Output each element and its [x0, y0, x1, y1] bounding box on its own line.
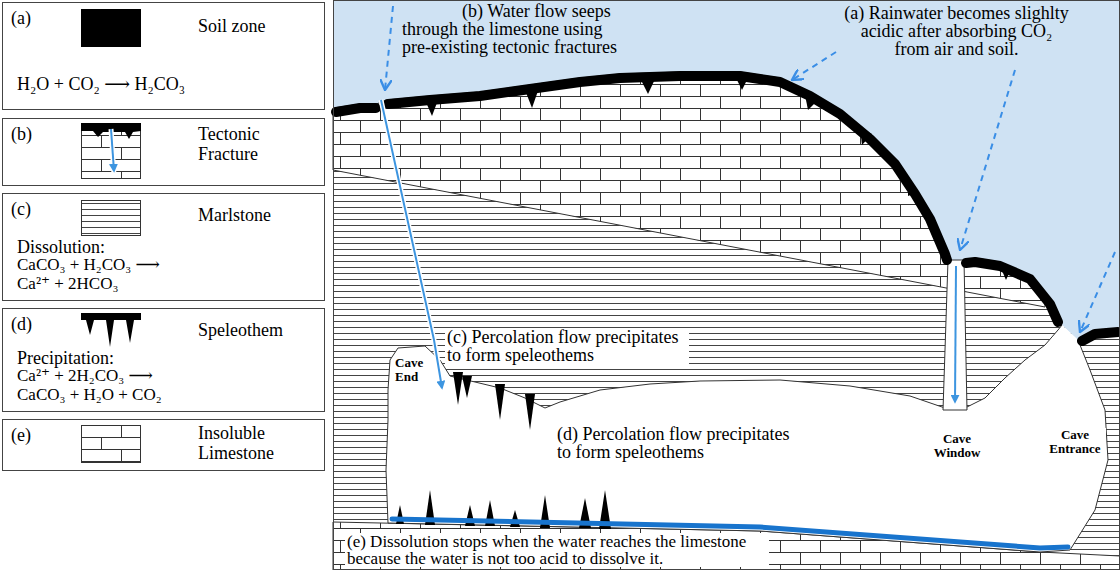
layer-name: Insoluble Limestone	[198, 424, 298, 464]
sky	[333, 0, 1120, 570]
callout-text: (b) Water flow seeps through the limesto…	[400, 2, 629, 56]
panel-letter: (d)	[11, 315, 32, 335]
speleothem-sample	[81, 313, 141, 347]
chemical-equation: H₂O + CO₂ ⟶ H₂CO₃	[17, 75, 185, 95]
soil-drips	[425, 76, 1012, 280]
process-heading: Precipitation:	[17, 349, 114, 369]
layer-name: Tectonic Fracture	[198, 125, 288, 165]
marlstone-sample	[82, 201, 141, 236]
cave-void	[386, 325, 1108, 552]
legend-panel: (c) MarlstoneDissolution:CaCO₃ + H₂CO₃ ⟶ …	[2, 193, 325, 301]
speleo-swatch	[81, 313, 141, 347]
soil-sample	[81, 9, 141, 47]
panel-letter: (b)	[11, 125, 32, 145]
layer-name: Speleothem	[198, 321, 283, 341]
legend-panel: (d) SpeleothemPrecipitation:Ca²⁺ + 2H₂CO₃…	[2, 308, 325, 412]
panel-frame	[334, 1, 1120, 570]
panel-letter: (c)	[11, 200, 31, 220]
legend-panel: (b) Tectonic Fracture	[2, 118, 325, 186]
cave-label: Cave Entrance	[1044, 428, 1106, 456]
fracture-flow	[111, 129, 114, 171]
layer-name: Soil zone	[198, 17, 266, 37]
cave-label: Cave End	[393, 356, 433, 384]
panel-letter: (a)	[11, 9, 31, 29]
fracture-flow	[381, 100, 442, 388]
chemical-equation: CaCO₃ + H₂CO₃ ⟶ Ca²⁺ + 2HCO₃	[17, 256, 177, 293]
callout-text: (e) Dissolution stops when the water rea…	[345, 533, 769, 567]
fracture-swatch	[81, 123, 141, 179]
marl-swatch	[81, 200, 141, 236]
soil-swatch	[81, 9, 141, 47]
legend-panel: (e) Insoluble Limestone	[2, 419, 325, 471]
lime-swatch	[81, 425, 141, 463]
limestone-sample	[82, 124, 141, 179]
marlstone-ground	[333, 72, 1120, 570]
limestone-upper	[333, 72, 1045, 307]
fracture-outline	[111, 129, 114, 175]
process-heading: Dissolution:	[17, 238, 105, 258]
cave-window-shaft	[943, 260, 967, 410]
cave-label: Cave Window	[928, 432, 986, 460]
limestone-sample	[82, 426, 141, 463]
callout-text: (c) Percolation flow precipitates to for…	[445, 328, 689, 364]
callout-text: (d) Percolation flow precipitates to for…	[555, 425, 799, 461]
legend-panel: (a) Soil zoneH₂O + CO₂ ⟶ H₂CO₃	[2, 2, 325, 110]
layer-name: Marlstone	[198, 206, 271, 226]
panel-letter: (e)	[11, 426, 31, 446]
chemical-equation: Ca²⁺ + 2H₂CO₃ ⟶ CaCO₃ + H₂O + CO₂	[17, 367, 177, 404]
cave-outline	[386, 325, 1108, 552]
window-flow	[955, 266, 956, 402]
callout-text: (a) Rainwater becomes slighlty acidic af…	[840, 4, 1073, 58]
